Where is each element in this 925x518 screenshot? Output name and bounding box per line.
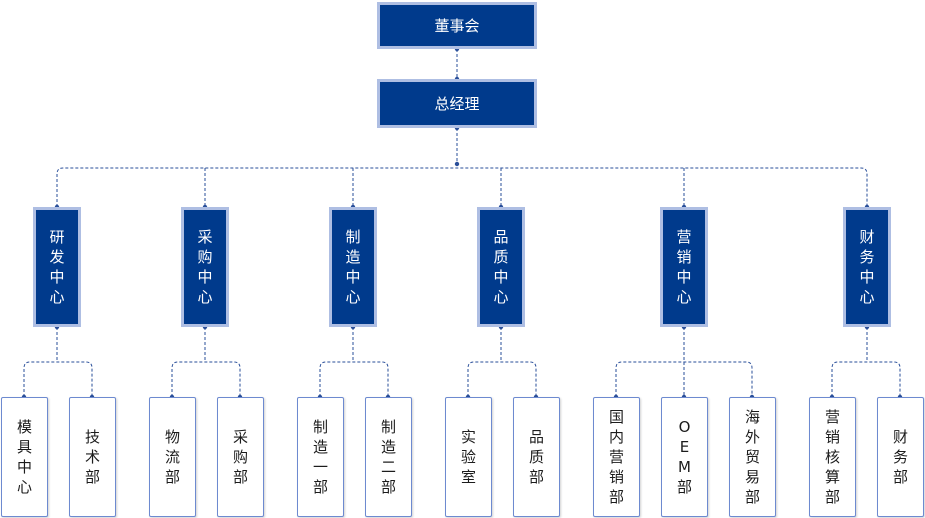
- center-label: 财务中心: [859, 228, 875, 306]
- board-label: 董事会: [434, 17, 480, 35]
- center-label: 品质中心: [493, 228, 509, 306]
- dept-marketing-accounting: 营销核算部: [809, 397, 856, 517]
- dept-label: 采购部: [232, 428, 248, 486]
- connector-department-bus: [319, 361, 389, 397]
- center-purchasing: 采购中心: [181, 207, 229, 327]
- general-manager-label: 总经理: [434, 95, 480, 113]
- dept-laboratory: 实验室: [445, 397, 492, 517]
- dept-mold-center: 模具中心: [1, 397, 48, 517]
- connector-department-bus: [23, 361, 93, 397]
- dept-quality: 品质部: [513, 397, 560, 517]
- connector-department-bus: [467, 361, 537, 397]
- dept-overseas-trade: 海外贸易部: [729, 397, 776, 517]
- connector-department-bus: [831, 361, 901, 397]
- general-manager-node: 总经理: [377, 79, 537, 128]
- dept-label: 海外贸易部: [744, 408, 760, 506]
- center-marketing: 营销中心: [660, 207, 708, 327]
- dept-label: 技术部: [84, 428, 100, 486]
- dept-label: OEM部: [676, 418, 692, 496]
- dept-label: 物流部: [164, 428, 180, 486]
- dept-manufacturing-2: 制造二部: [365, 397, 412, 517]
- dept-label: 营销核算部: [824, 408, 840, 506]
- dept-label: 财务部: [892, 428, 908, 486]
- center-rd: 研发中心: [33, 207, 81, 327]
- connector-dot: [454, 161, 460, 167]
- board-node: 董事会: [377, 2, 537, 49]
- dept-logistics: 物流部: [149, 397, 196, 517]
- dept-procurement: 采购部: [217, 397, 264, 517]
- dept-manufacturing-1: 制造一部: [297, 397, 344, 517]
- dept-label: 模具中心: [16, 418, 32, 496]
- center-quality: 品质中心: [477, 207, 525, 327]
- center-finance: 财务中心: [843, 207, 891, 327]
- dept-oem: OEM部: [661, 397, 708, 517]
- dept-domestic-marketing: 国内营销部: [593, 397, 640, 517]
- dept-label: 国内营销部: [608, 408, 624, 506]
- dept-label: 制造一部: [312, 418, 328, 496]
- center-label: 采购中心: [197, 228, 213, 306]
- dept-finance: 财务部: [877, 397, 924, 517]
- center-label: 制造中心: [345, 228, 361, 306]
- dept-technology: 技术部: [69, 397, 116, 517]
- center-label: 研发中心: [49, 228, 65, 306]
- center-label: 营销中心: [676, 228, 692, 306]
- connector-department-bus: [171, 361, 241, 397]
- dept-label: 制造二部: [380, 418, 396, 496]
- connector-center-bus: [56, 167, 868, 207]
- dept-label: 品质部: [528, 428, 544, 486]
- dept-label: 实验室: [460, 428, 476, 486]
- center-manufacturing: 制造中心: [329, 207, 377, 327]
